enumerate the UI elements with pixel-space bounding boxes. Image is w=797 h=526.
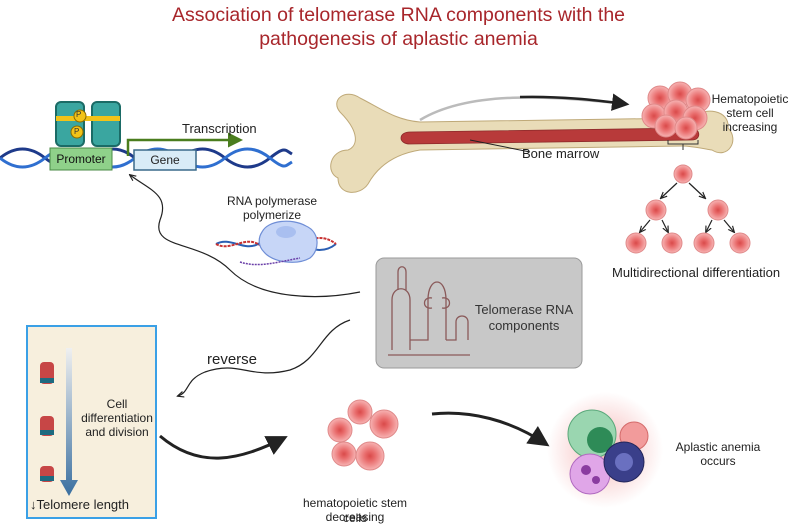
cell-division-label-3: and division xyxy=(85,425,149,439)
stem-increase-label-3: increasing xyxy=(722,120,778,134)
differentiation-label: Multidirectional differentiation xyxy=(612,265,781,280)
stem-decrease-label-2: decreasing xyxy=(325,510,385,524)
bone-marrow-pointer xyxy=(469,139,531,153)
anemia-label-1: Aplastic anemia xyxy=(675,440,761,454)
cluster-bracket xyxy=(667,140,699,150)
rna-polymerase-illustration xyxy=(215,220,337,266)
bone-marrow-label: Bone marrow xyxy=(522,146,600,161)
cells-to-anemia-arrow xyxy=(431,411,550,447)
cell-division-label-1: Cell xyxy=(106,397,128,411)
anemia-cells xyxy=(547,392,663,508)
stem-cell-cluster xyxy=(641,81,711,140)
gene-box xyxy=(133,149,197,171)
promoter-label: Promoter xyxy=(56,152,106,166)
title-line-2: pathogenesis of aplastic anemia xyxy=(259,28,538,50)
chromosome-icons xyxy=(40,362,54,482)
telomere-length-label: ↓Telomere length xyxy=(30,497,129,512)
panel-to-cells-arrow xyxy=(159,434,288,460)
cell-division-label-2: differentiation xyxy=(81,411,153,425)
promoter-complex xyxy=(49,101,121,171)
reverse-label: reverse xyxy=(207,351,258,368)
telomerase-label-2: components xyxy=(488,318,560,333)
polymerase-label-1: RNA polymerase xyxy=(226,194,318,208)
phospho-label-2: P xyxy=(74,127,80,136)
stem-increase-label-1: Hematopoietic xyxy=(711,92,789,106)
transcription-arrow xyxy=(126,132,243,156)
telomere-length-arrow xyxy=(60,348,78,496)
reverse-arrow xyxy=(178,319,351,396)
feedback-arrow-to-promoter xyxy=(130,175,361,298)
differentiation-tree xyxy=(625,164,751,254)
decreasing-stem-cells xyxy=(327,399,399,471)
bone-to-stem-arrow xyxy=(519,93,630,111)
transcription-label: Transcription xyxy=(182,121,257,136)
stem-decrease-label-1: hematopoietic stem cells xyxy=(302,496,408,525)
anemia-label-2: occurs xyxy=(700,454,736,468)
stem-increase-label-2: stem cell xyxy=(726,106,774,120)
phospho-label-1: P xyxy=(76,110,82,119)
polymerase-label-2: polymerize xyxy=(242,208,302,222)
title-line-1: Association of telomerase RNA components… xyxy=(171,4,626,26)
gene-label: Gene xyxy=(150,153,180,167)
telomerase-rna-structure xyxy=(388,266,470,356)
telomerase-label-1: Telomerase RNA xyxy=(474,302,574,317)
